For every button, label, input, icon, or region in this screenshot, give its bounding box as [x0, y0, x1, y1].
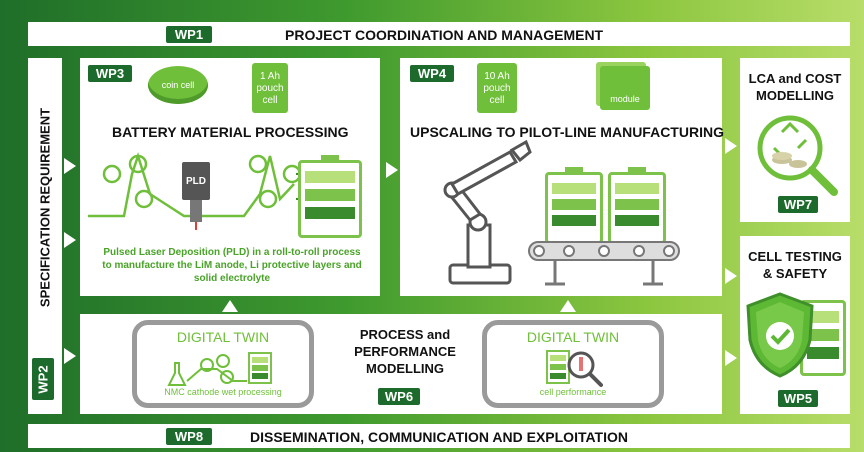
wp2-tag-label: WP2 — [35, 364, 51, 394]
conveyor-belt-icon — [528, 241, 680, 286]
robot-arm-icon — [443, 140, 532, 285]
wp4-tag: WP4 — [410, 65, 454, 82]
wp1-bar — [28, 22, 850, 46]
module-label: module — [610, 94, 640, 104]
safety-shield-icon — [746, 292, 814, 378]
arrow-wp4-to-wp5 — [725, 268, 737, 284]
wp5-tag: WP5 — [778, 390, 818, 407]
wp7-title-line-2: MODELLING — [756, 88, 834, 103]
wp3-title: BATTERY MATERIAL PROCESSING — [112, 124, 349, 140]
wp6-tag: WP6 — [378, 388, 420, 405]
battery-icon-wp4-left — [545, 167, 603, 244]
wp8-tag: WP8 — [166, 428, 212, 445]
pouch-cell-1ah: 1 Ah pouch cell — [252, 63, 288, 113]
digital-twin-left: DIGITAL TWIN NMC cathode wet processing — [132, 320, 314, 408]
wp6-title-line-3: MODELLING — [366, 361, 444, 376]
arrow-wp2-to-wp3-top — [64, 158, 76, 174]
wp2-side-title: SPECIFICATION REQUIREMENT — [37, 107, 53, 308]
cell-performance-icon — [546, 350, 603, 387]
wp2-bar — [28, 58, 62, 414]
wp6-title: PROCESS and PERFORMANCE MODELLING — [330, 326, 480, 377]
wp7-title-line-1: LCA and COST — [748, 71, 842, 86]
roll-to-roll-process — [88, 151, 304, 218]
digital-twin-right: DIGITAL TWIN cell performance — [482, 320, 664, 408]
coin-cell-label: coin cell — [161, 80, 195, 90]
arrow-wp3-to-wp4 — [386, 162, 398, 178]
digital-twin-left-title: DIGITAL TWIN — [176, 329, 270, 345]
arrow-wp6-to-wp5 — [725, 350, 737, 366]
wp5-title-line-1: CELL TESTING — [748, 249, 842, 264]
wp8-title: DISSEMINATION, COMMUNICATION AND EXPLOIT… — [250, 429, 628, 445]
pld-nozzle — [190, 200, 202, 222]
pouch-cell-10ah: 10 Ah pouch cell — [477, 63, 517, 113]
wp1-tag: WP1 — [166, 26, 212, 43]
wp3-caption-line-2: to manufacture the LiM anode, Li protect… — [102, 260, 362, 271]
arrow-wp6-to-wp3 — [222, 300, 238, 312]
wp3-caption-line-3: solid electrolyte — [193, 273, 271, 284]
digital-twin-right-caption: cell performance — [539, 387, 607, 397]
wp7-tag: WP7 — [778, 196, 818, 213]
wp4-title: UPSCALING TO PILOT-LINE MANUFACTURING — [410, 124, 724, 140]
pld-label: PLD — [186, 175, 206, 187]
pld-chamber: PLD — [182, 162, 210, 200]
coin-cell-icon: coin cell — [148, 66, 208, 104]
digital-twin-left-caption: NMC cathode wet processing — [164, 387, 282, 397]
wp2-tag: WP2 — [32, 358, 54, 400]
wp5-title-line-2: & SAFETY — [762, 266, 828, 281]
wp1-title: PROJECT COORDINATION AND MANAGEMENT — [285, 27, 604, 43]
lca-magnifier-icon — [757, 115, 838, 196]
arrow-wp6-to-wp4 — [560, 300, 576, 312]
battery-icon-wp3 — [298, 155, 362, 238]
arrow-wp2-to-wp6 — [64, 348, 76, 364]
battery-icon-wp4-right — [608, 167, 666, 244]
wp3-caption-line-1: Pulsed Laser Deposition (PLD) in a roll-… — [103, 247, 361, 258]
digital-twin-right-title: DIGITAL TWIN — [526, 329, 620, 345]
laser-beam — [195, 222, 197, 230]
wp7-title: LCA and COST MODELLING — [740, 70, 850, 104]
arrow-wp2-to-wp3-bottom — [64, 232, 76, 248]
wp6-title-line-1: PROCESS and — [359, 327, 451, 342]
module-icon: module — [600, 66, 650, 110]
battery-terminal — [321, 155, 339, 160]
wp8-bar — [28, 424, 850, 448]
wp5-title: CELL TESTING & SAFETY — [740, 248, 850, 282]
wp3-caption: Pulsed Laser Deposition (PLD) in a roll-… — [86, 246, 378, 285]
wp3-tag: WP3 — [88, 65, 132, 82]
arrow-wp4-to-wp7 — [725, 138, 737, 154]
wp6-title-line-2: PERFORMANCE — [354, 344, 456, 359]
wet-processing-icon — [167, 352, 272, 386]
